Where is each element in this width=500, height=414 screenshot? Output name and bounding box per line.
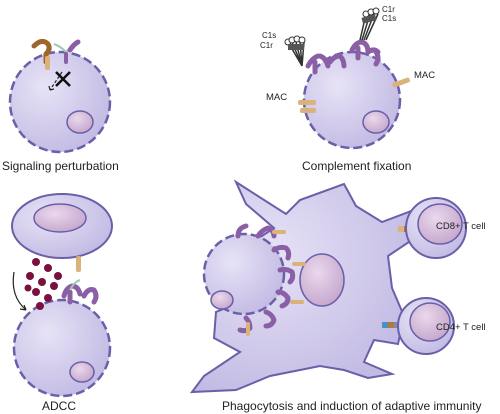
- phagocyte-fc-receptors: [246, 230, 306, 336]
- mac-pore-right: [392, 77, 410, 88]
- adcc-antibodies: [61, 283, 99, 305]
- c1s-label-left: C1s: [262, 31, 276, 40]
- c1-complex-right: [359, 7, 380, 41]
- cd4-label: CD4+ T cell: [436, 322, 486, 333]
- phagocytosis-caption: Phagocytosis and induction of adaptive i…: [222, 399, 481, 413]
- c1-complex-left: [284, 35, 306, 67]
- phagocyte-nucleus: [299, 253, 345, 307]
- c1r-label-right: C1r: [382, 5, 395, 14]
- adcc-panel: ADCC: [11, 193, 113, 413]
- cd4-nucleus: [409, 302, 451, 342]
- adcc-caption: ADCC: [42, 399, 76, 413]
- mac-pore-left: [298, 100, 316, 105]
- complement-target-cell: [302, 50, 402, 150]
- cd8-nucleus: [417, 203, 463, 245]
- mhc-ii-tcr-complex: [382, 322, 400, 328]
- nk-nucleus: [33, 203, 87, 233]
- signaling-nucleus: [66, 110, 94, 134]
- mac-label-right: MAC: [414, 70, 435, 81]
- complement-panel: C1s C1r C1r C1s MAC MAC Complement fixat…: [260, 5, 435, 173]
- signaling-antibody: [53, 39, 81, 64]
- c1s-label-right: C1s: [382, 14, 396, 23]
- fc-receptor: [76, 256, 81, 272]
- signaling-target-cell: [8, 50, 112, 154]
- mac-label-left: MAC: [266, 92, 287, 103]
- adcc-target-cell: [12, 298, 112, 398]
- granule-release-arrow: [12, 271, 27, 311]
- cd8-label: CD8+ T cell: [436, 221, 486, 232]
- signaling-ligand: [31, 38, 52, 65]
- cytotoxic-granules: [24, 258, 62, 310]
- adcc-nucleus: [69, 361, 95, 383]
- signaling-panel: Signaling perturbation: [2, 38, 119, 173]
- phagocytosis-panel: CD8+ T cell CD4+ T cell Phagocytosis and…: [189, 179, 486, 413]
- complement-caption: Complement fixation: [302, 159, 411, 173]
- blocked-signal-arrow: [49, 71, 63, 91]
- signaling-caption: Signaling perturbation: [2, 159, 119, 173]
- block-x-icon: [55, 71, 71, 87]
- engulfed-nucleus: [210, 290, 234, 310]
- complement-nucleus: [362, 110, 390, 134]
- signaling-receptor: [45, 56, 50, 70]
- c1r-label-left: C1r: [260, 41, 273, 50]
- complement-antibodies: [305, 39, 381, 75]
